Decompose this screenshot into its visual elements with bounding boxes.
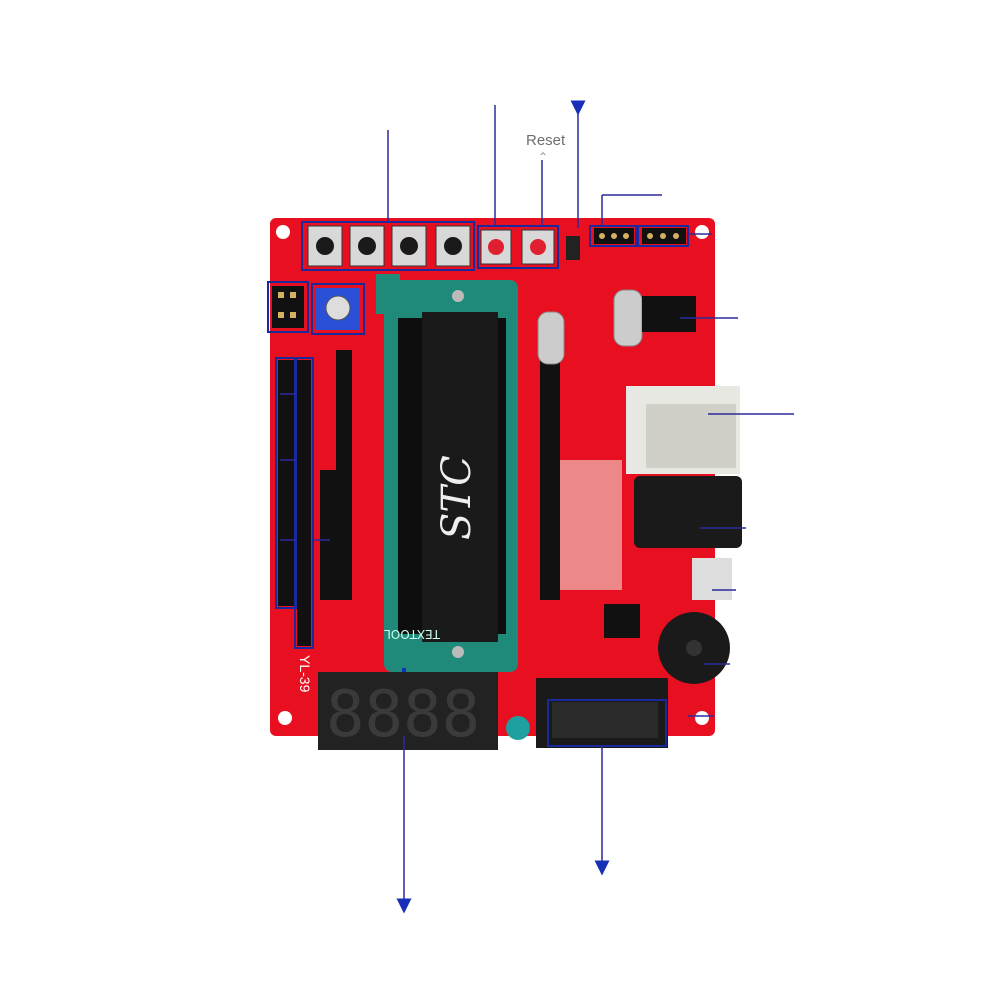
annotation-lines xyxy=(280,100,794,914)
reset-label: Reset xyxy=(526,132,566,149)
top-headers xyxy=(566,225,689,260)
idc-header xyxy=(536,678,668,748)
seven-segment-display: 8888 xyxy=(318,668,530,752)
io-headers-left xyxy=(275,350,352,649)
socket-brand: TEXTOOL xyxy=(384,627,441,641)
power-header xyxy=(267,281,309,333)
board-name: YL-39 xyxy=(297,655,313,693)
reset-caret: ⌃ xyxy=(538,150,549,164)
reset-buttons-box xyxy=(477,225,559,269)
chip-brand: STC xyxy=(434,455,480,540)
potentiometer xyxy=(311,283,365,335)
push-buttons xyxy=(307,225,555,267)
zif-socket: STC TEXTOOL xyxy=(376,274,518,672)
segment-digits: 8888 xyxy=(326,678,480,752)
